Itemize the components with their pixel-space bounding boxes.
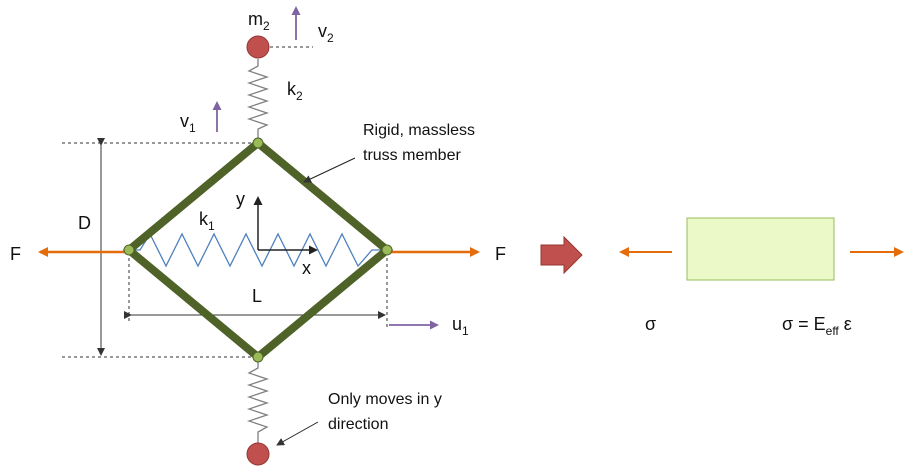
spring-k2 (246, 59, 270, 143)
label-force-right: F (495, 244, 506, 264)
label-force-left: F (10, 244, 21, 264)
mass-bottom (246, 442, 270, 466)
label-x-axis: x (302, 258, 311, 278)
node-top (252, 137, 264, 149)
label-v1: v1 (180, 111, 196, 135)
label-d: D (78, 213, 91, 233)
transform-arrow (540, 235, 583, 275)
node-bottom (252, 351, 264, 363)
truss-note-leader (303, 157, 356, 183)
mass-m2 (246, 35, 270, 59)
label-y-axis: y (236, 189, 245, 209)
label-l: L (252, 286, 262, 306)
bottom-note-leader (276, 421, 319, 446)
label-k1: k1 (199, 209, 215, 233)
spring-bottom (246, 357, 270, 443)
truss-note-line-2: truss member (363, 147, 461, 164)
spring-k1 (129, 232, 387, 268)
label-sigma-left: σ (645, 314, 656, 334)
bottom-note-line-2: direction (328, 416, 388, 433)
truss-note-line-1: Rigid, massless (363, 122, 475, 139)
label-u1: u1 (452, 314, 469, 338)
effective-block (686, 217, 835, 281)
label-m2: m2 (248, 9, 270, 33)
label-sigma-equation: σ = Eeff ε (782, 314, 852, 338)
node-right (381, 244, 393, 256)
label-v2: v2 (318, 21, 334, 45)
bottom-note-line-1: Only moves in y (328, 391, 442, 408)
node-left (123, 244, 135, 256)
label-k2: k2 (287, 79, 303, 103)
